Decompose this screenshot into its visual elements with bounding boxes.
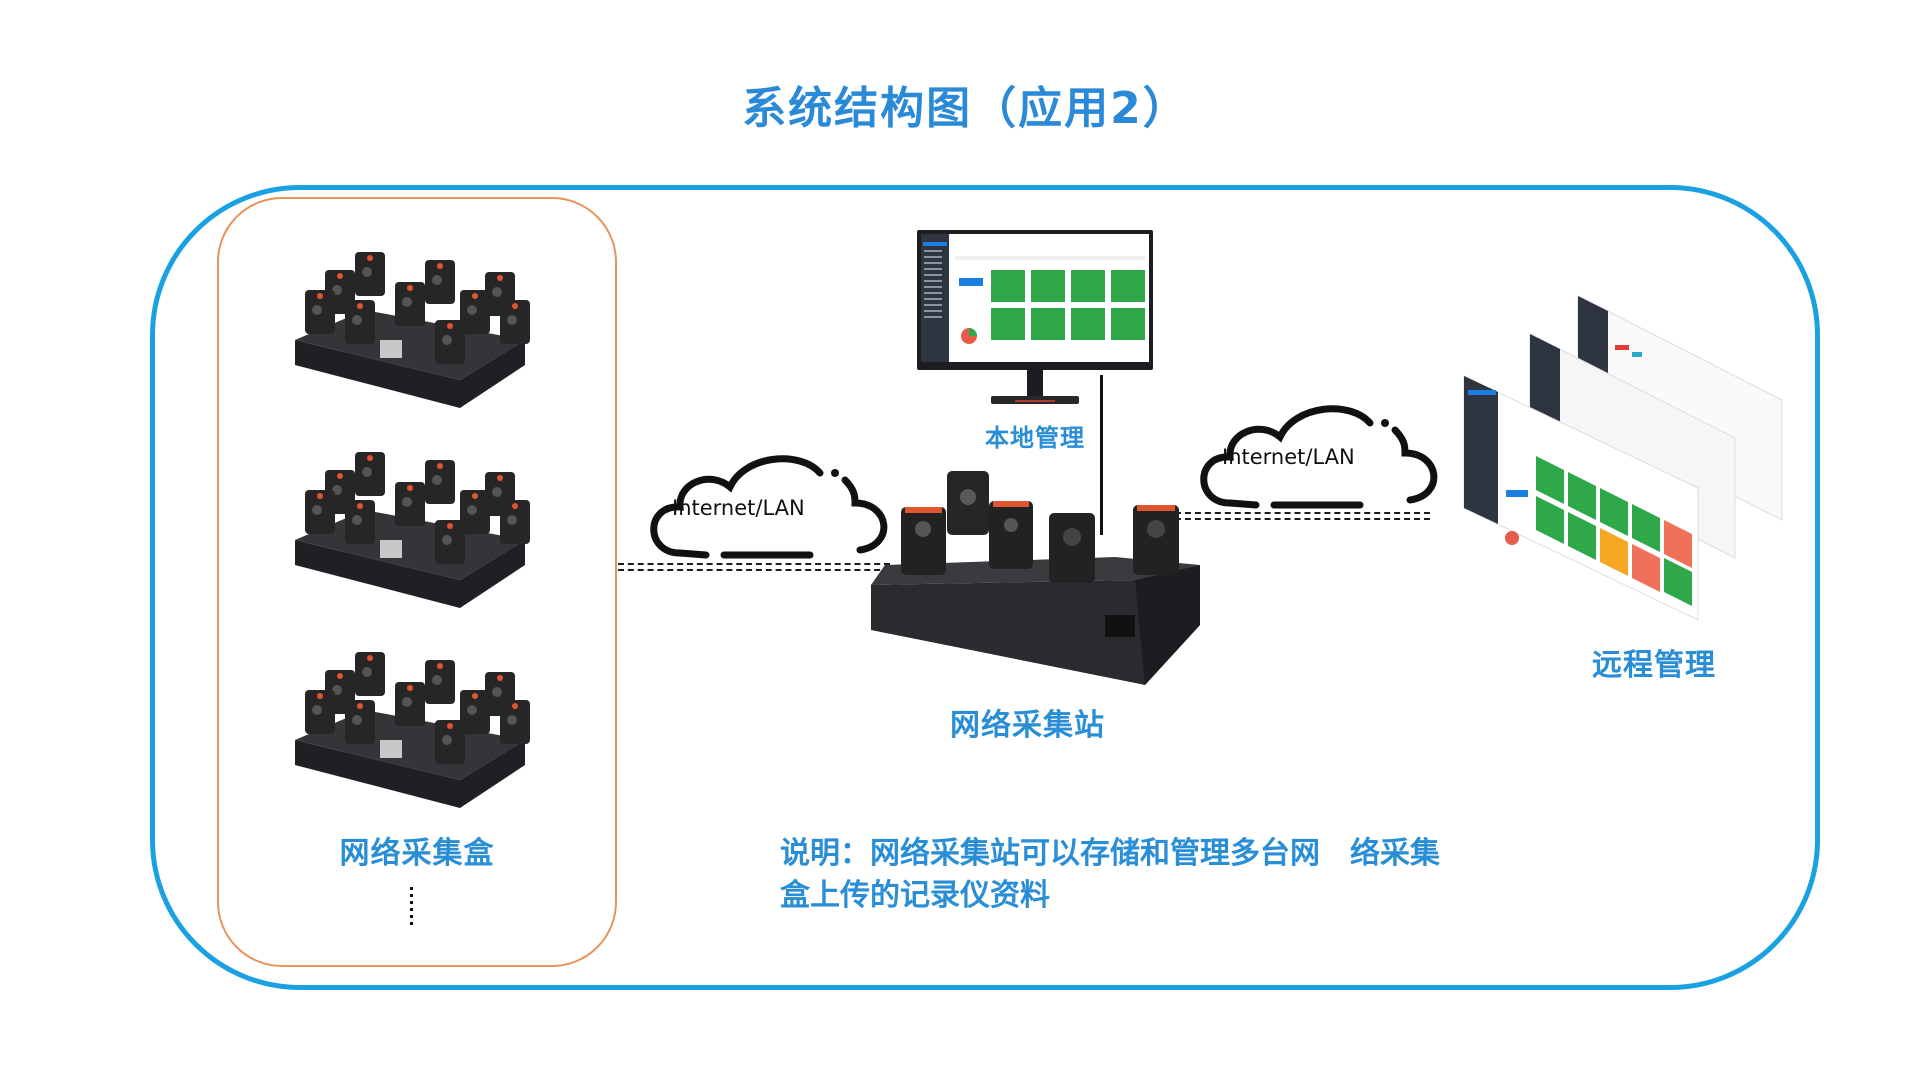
local-management-label: 本地管理 — [985, 424, 1085, 452]
camera-indicator — [447, 323, 453, 329]
camera-lens — [492, 287, 502, 297]
camera-indicator — [497, 675, 503, 681]
dock-base — [295, 540, 525, 608]
camera-indicator — [447, 523, 453, 529]
body-cameras — [901, 471, 1179, 583]
station-remote-link — [1175, 512, 1430, 520]
camera-lens — [362, 267, 372, 277]
cloud-icon-right — [1200, 405, 1438, 509]
system-boundary-frame — [150, 185, 1820, 990]
camera-lens — [442, 535, 452, 545]
local-monitor — [917, 230, 1153, 404]
camera-lens — [312, 305, 322, 315]
camera-lens — [402, 497, 412, 507]
camera-lens — [362, 667, 372, 677]
camera-indicator — [367, 655, 373, 661]
camera-lens — [432, 275, 442, 285]
cloud-icon-left — [650, 455, 888, 559]
camera-indicator — [317, 293, 323, 299]
collection-box-group-frame — [217, 197, 617, 967]
camera-indicator — [437, 463, 443, 469]
dock-base — [295, 740, 525, 808]
diagram-title: 系统结构图（应用2） — [742, 83, 1189, 134]
camera-lens — [352, 515, 362, 525]
camera-indicator — [407, 685, 413, 691]
camera-indicator — [512, 303, 518, 309]
camera-lens — [312, 505, 322, 515]
camera-lens — [442, 735, 452, 745]
camera-lens — [312, 705, 322, 715]
camera-indicator — [357, 703, 363, 709]
dock-slot — [380, 740, 402, 758]
camera-indicator — [512, 503, 518, 509]
cloud-label-left: Internet/LAN — [672, 496, 805, 520]
collection-box-device-3 — [295, 652, 530, 808]
camera-indicator — [472, 493, 478, 499]
dock-base — [295, 340, 525, 408]
remote-management-label: 远程管理 — [1592, 648, 1716, 683]
camera-indicator — [337, 473, 343, 479]
collection-box-device-2 — [295, 452, 530, 608]
camera-indicator — [337, 273, 343, 279]
camera-lens — [442, 335, 452, 345]
camera-lens — [507, 715, 517, 725]
camera-indicator — [472, 293, 478, 299]
camera-indicator — [357, 503, 363, 509]
camera-lens — [352, 315, 362, 325]
camera-lens — [432, 475, 442, 485]
camera-lens — [352, 715, 362, 725]
remote-management-screens — [1463, 295, 1783, 620]
camera-indicator — [472, 693, 478, 699]
note-line-1: 说明：网络采集站可以存储和管理多台网 络采集 — [780, 836, 1440, 871]
collection-box-device-1 — [295, 252, 530, 408]
camera-lens — [507, 515, 517, 525]
camera-lens — [432, 675, 442, 685]
camera-indicator — [437, 263, 443, 269]
camera-lens — [402, 697, 412, 707]
remote-screen-front — [1463, 375, 1699, 620]
camera-indicator — [317, 493, 323, 499]
camera-indicator — [497, 475, 503, 481]
collection-box-label: 网络采集盒 — [339, 836, 495, 871]
boxes-station-link — [618, 563, 890, 571]
camera-indicator — [367, 455, 373, 461]
dock-slot — [380, 340, 402, 358]
collection-station-label: 网络采集站 — [950, 708, 1105, 743]
camera-lens — [467, 505, 477, 515]
more-devices-ellipsis-icon — [410, 887, 413, 927]
note-line-2: 盒上传的记录仪资料 — [780, 878, 1050, 913]
camera-indicator — [357, 303, 363, 309]
camera-lens — [362, 467, 372, 477]
cloud-label-right: Internet/LAN — [1222, 445, 1355, 469]
camera-indicator — [437, 663, 443, 669]
collection-station-device — [871, 471, 1200, 685]
camera-indicator — [407, 285, 413, 291]
description-note: 说明：网络采集站可以存储和管理多台网 络采集 盒上传的记录仪资料 — [780, 833, 1440, 917]
camera-lens — [467, 305, 477, 315]
camera-indicator — [512, 703, 518, 709]
monitor-station-connector — [1100, 375, 1103, 535]
camera-indicator — [337, 673, 343, 679]
camera-lens — [492, 487, 502, 497]
camera-indicator — [447, 723, 453, 729]
camera-lens — [467, 705, 477, 715]
camera-indicator — [407, 485, 413, 491]
dock-slot — [380, 540, 402, 558]
camera-indicator — [367, 255, 373, 261]
camera-indicator — [317, 693, 323, 699]
camera-lens — [402, 297, 412, 307]
camera-lens — [507, 315, 517, 325]
camera-indicator — [497, 275, 503, 281]
camera-lens — [492, 687, 502, 697]
